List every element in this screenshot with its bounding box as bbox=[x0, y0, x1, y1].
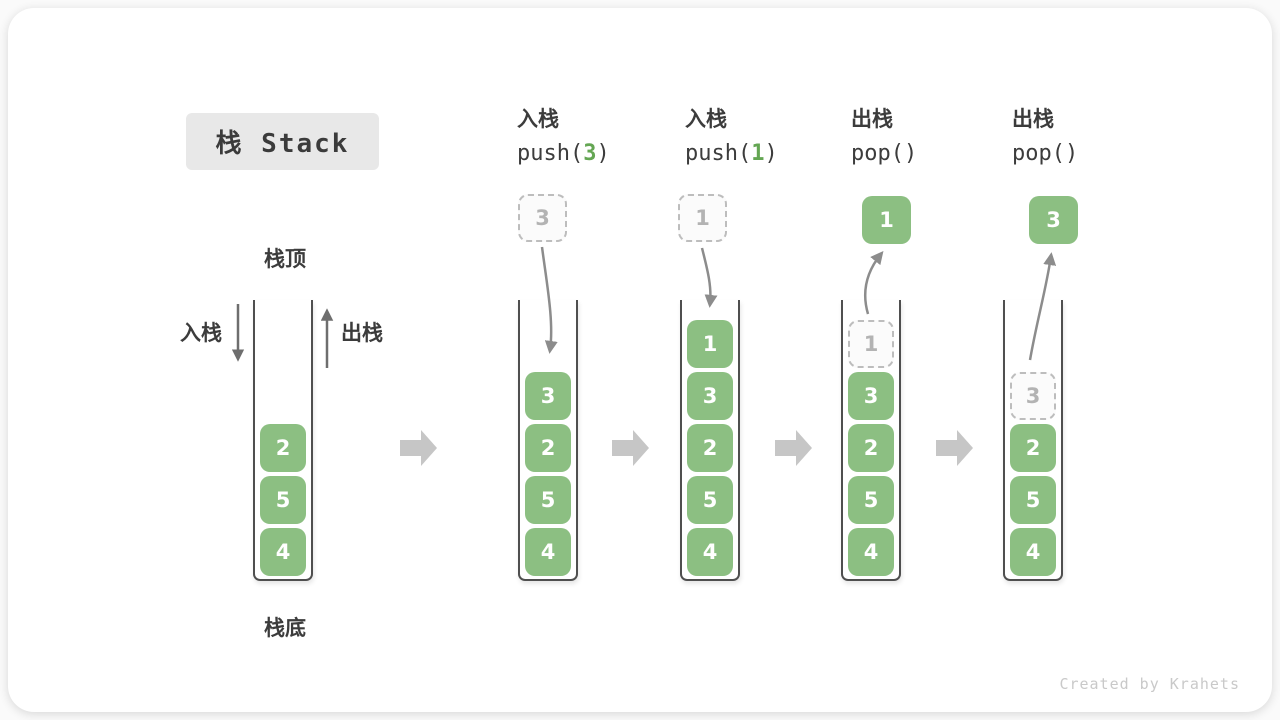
stack-block: 4 bbox=[260, 528, 306, 576]
stack-block: 5 bbox=[848, 476, 894, 524]
code-post: ) bbox=[903, 141, 918, 166]
stack-block: 2 bbox=[848, 424, 894, 472]
stack-block: 2 bbox=[687, 424, 733, 472]
popped-block: 3 bbox=[1029, 196, 1078, 244]
code-pre: push( bbox=[685, 141, 752, 166]
watermark: Created by Krahets bbox=[1059, 675, 1240, 693]
code-post: ) bbox=[596, 141, 610, 166]
stack-block: 3 bbox=[525, 372, 571, 420]
op-label: 出栈 bbox=[851, 107, 893, 131]
stack-block: 4 bbox=[525, 528, 571, 576]
push-side-label: 入栈 bbox=[180, 321, 222, 345]
op-code: pop() bbox=[1012, 140, 1078, 168]
code-arg: 3 bbox=[583, 141, 597, 166]
floating-ghost-block: 1 bbox=[678, 194, 727, 242]
stack-block: 2 bbox=[1010, 424, 1056, 472]
op-label: 入栈 bbox=[517, 107, 559, 131]
op-column-push-1: 入栈 push(1) bbox=[685, 106, 778, 168]
code-arg: 1 bbox=[751, 141, 765, 166]
code-pre: pop( bbox=[1012, 141, 1065, 166]
title-box: 栈 Stack bbox=[186, 113, 379, 170]
op-column-pop-2: 出栈 pop() bbox=[1012, 106, 1078, 168]
op-code: push(1) bbox=[685, 140, 778, 168]
stack-block: 3 bbox=[687, 372, 733, 420]
code-pre: push( bbox=[517, 141, 584, 166]
op-code: pop() bbox=[851, 140, 917, 168]
stack-block: 5 bbox=[260, 476, 306, 524]
code-post: ) bbox=[1064, 141, 1079, 166]
op-column-push-3: 入栈 push(3) bbox=[517, 106, 610, 168]
stack-block: 4 bbox=[1010, 528, 1056, 576]
ghost-stack-block: 3 bbox=[1010, 372, 1056, 420]
stack-block: 4 bbox=[687, 528, 733, 576]
stack-block: 5 bbox=[525, 476, 571, 524]
pop-side-label: 出栈 bbox=[341, 321, 383, 345]
stack-block: 3 bbox=[848, 372, 894, 420]
popped-block: 1 bbox=[862, 196, 911, 244]
stack-block: 4 bbox=[848, 528, 894, 576]
op-label: 入栈 bbox=[685, 107, 727, 131]
stack-block: 2 bbox=[525, 424, 571, 472]
stack-top-label: 栈顶 bbox=[264, 247, 306, 271]
stack-block: 1 bbox=[687, 320, 733, 368]
op-column-pop-1: 出栈 pop() bbox=[851, 106, 917, 168]
code-post: ) bbox=[764, 141, 778, 166]
stack-block: 2 bbox=[260, 424, 306, 472]
code-pre: pop( bbox=[851, 141, 904, 166]
op-code: push(3) bbox=[517, 140, 610, 168]
floating-ghost-block: 3 bbox=[518, 194, 567, 242]
stack-block: 5 bbox=[1010, 476, 1056, 524]
page-title: 栈 Stack bbox=[215, 129, 350, 159]
op-label: 出栈 bbox=[1012, 107, 1054, 131]
ghost-stack-block: 1 bbox=[848, 320, 894, 368]
stack-block: 5 bbox=[687, 476, 733, 524]
stack-bottom-label: 栈底 bbox=[264, 616, 306, 640]
